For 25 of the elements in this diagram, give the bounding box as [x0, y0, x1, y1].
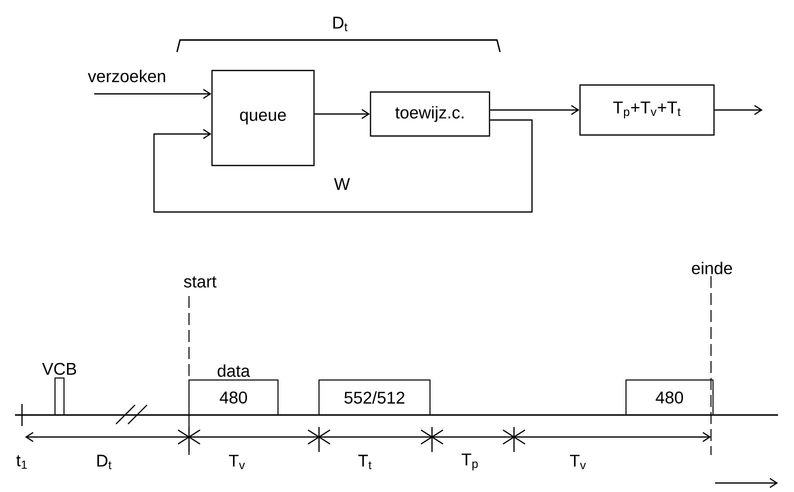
interval-label: T$_{p}$	[462, 454, 478, 470]
arrow	[94, 88, 212, 99]
arrow	[490, 105, 580, 115]
process-box: T$_{p}$+T$_{v}$+T$_{t}$	[579, 84, 715, 136]
input-label: verzoeken	[88, 70, 166, 82]
edge-label: W	[332, 177, 352, 191]
arrow	[314, 109, 370, 119]
interval-label: T$_{v}$	[570, 454, 586, 470]
node-label: VCB	[42, 362, 76, 375]
time-label: t$_{1}$	[16, 455, 27, 469]
marker-label: einde	[692, 262, 732, 274]
node-label: data	[218, 364, 250, 377]
pulse-box: VCB	[42, 362, 76, 416]
dimension-label: D$_{t}$	[333, 16, 348, 32]
process-box: queue	[211, 70, 315, 166]
arrow	[153, 119, 533, 213]
pulse-box: 480 data	[188, 364, 278, 416]
interval-label: D$_{t}$	[97, 454, 112, 470]
pulse-box: 552/512	[318, 380, 430, 416]
interval-label: T$_{t}$	[358, 454, 372, 470]
pulse-box: 480	[626, 380, 714, 416]
arrow	[714, 105, 763, 115]
marker-label: start	[184, 276, 216, 288]
interval-label: T$_{v}$	[228, 454, 245, 470]
process-box: toewijz.c.	[370, 91, 490, 137]
